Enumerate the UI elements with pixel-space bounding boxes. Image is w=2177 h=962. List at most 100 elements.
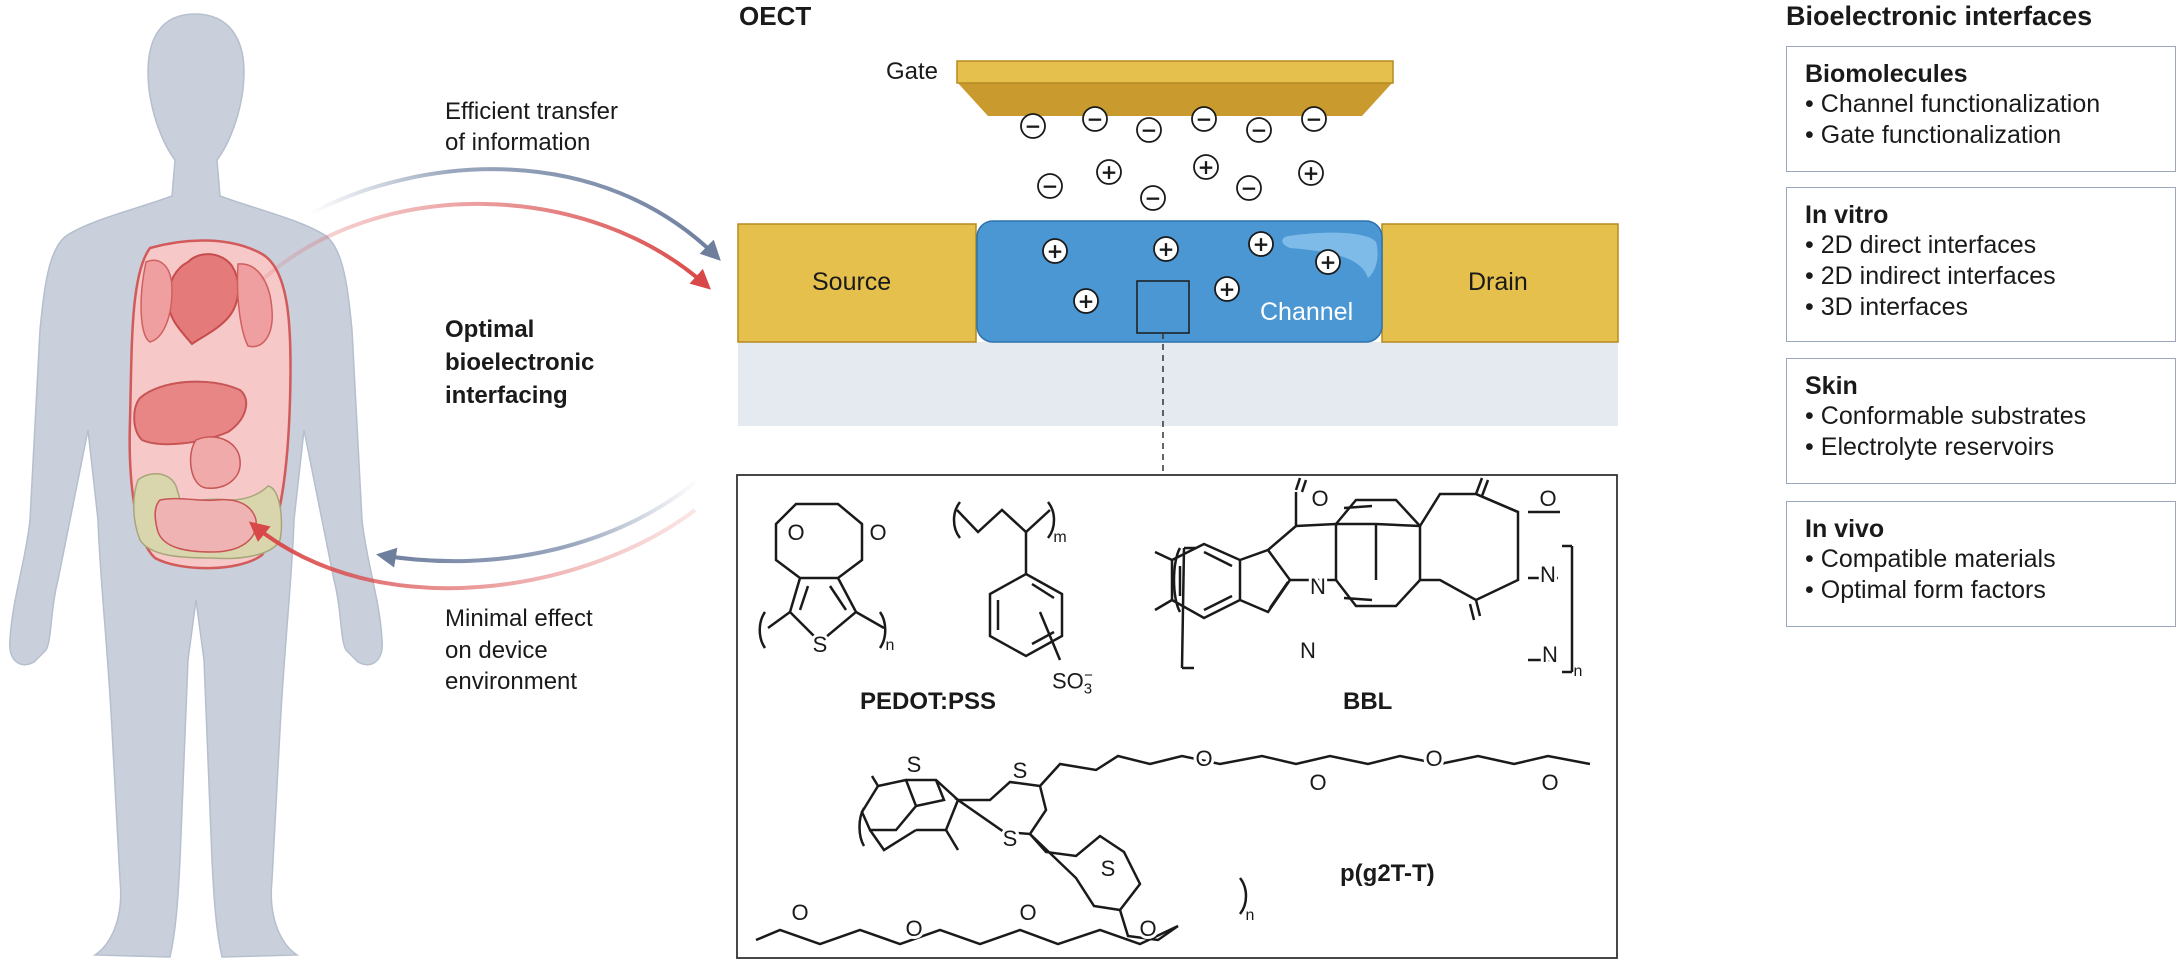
atom-label-s: S bbox=[1013, 758, 1028, 783]
pedot-structure bbox=[758, 502, 887, 649]
interface-item: 3D interfaces bbox=[1805, 292, 2175, 323]
interface-item: 2D indirect interfaces bbox=[1805, 261, 2175, 292]
interface-card-biomolecules: Biomolecules Channel functionalization G… bbox=[1786, 46, 2176, 172]
svg-text:+: + bbox=[1320, 250, 1337, 274]
arrow-label-top-line1: Efficient transfer bbox=[445, 98, 618, 125]
anion-icon: − bbox=[1246, 117, 1272, 143]
cation-icon: + bbox=[1193, 154, 1219, 180]
svg-text:−: − bbox=[1087, 107, 1104, 131]
svg-text:+: + bbox=[1219, 277, 1236, 301]
svg-text:+: + bbox=[1198, 155, 1215, 179]
interface-item: Gate functionalization bbox=[1805, 120, 2175, 151]
cation-icon: + bbox=[1042, 238, 1068, 264]
oect-device bbox=[737, 60, 1619, 472]
interface-card-in-vivo: In vivo Compatible materials Optimal for… bbox=[1786, 501, 2176, 627]
source-electrode bbox=[737, 223, 977, 343]
svg-text:+: + bbox=[1078, 289, 1095, 313]
atom-label-o: O bbox=[1139, 916, 1156, 941]
svg-text:+: + bbox=[1253, 232, 1270, 256]
stomach-icon bbox=[189, 436, 241, 489]
cation-icon: + bbox=[1073, 288, 1099, 314]
svg-text:−: − bbox=[1241, 176, 1258, 200]
cation-icon: + bbox=[1153, 236, 1179, 262]
svg-text:−: − bbox=[1025, 114, 1042, 138]
lung-left-icon bbox=[140, 259, 173, 343]
cation-icon: + bbox=[1096, 159, 1122, 185]
svg-text:+: + bbox=[1101, 160, 1118, 184]
channel-label: Channel bbox=[1260, 298, 1354, 326]
interface-item: Conformable substrates bbox=[1805, 401, 2175, 432]
anion-icon: − bbox=[1301, 106, 1327, 132]
gate-label: Gate bbox=[886, 58, 939, 85]
svg-text:+: + bbox=[1158, 237, 1175, 261]
atom-label-o: O bbox=[1541, 770, 1558, 795]
cation-icon: + bbox=[1214, 276, 1240, 302]
atom-label-o: O bbox=[1309, 770, 1326, 795]
interface-card-skin: Skin Conformable substrates Electrolyte … bbox=[1786, 358, 2176, 484]
atom-label-o: O bbox=[1195, 746, 1212, 771]
so3-group: SO3− bbox=[1052, 667, 1093, 698]
atom-label-o: O bbox=[791, 900, 808, 925]
svg-text:−: − bbox=[1196, 107, 1213, 131]
atom-label-o: O bbox=[905, 916, 922, 941]
bbl-label: BBL bbox=[1343, 688, 1393, 715]
g2tt-label: p(g2T-T) bbox=[1340, 860, 1435, 887]
atom-label-o: O bbox=[1425, 746, 1442, 771]
interface-card-title: Skin bbox=[1805, 372, 1858, 400]
anion-icon: − bbox=[1020, 113, 1046, 139]
g2tt-structure bbox=[755, 754, 1591, 946]
interface-card-title: In vivo bbox=[1805, 515, 1885, 543]
device-effect-arrow bbox=[376, 478, 700, 568]
interface-card-title: In vitro bbox=[1805, 201, 1889, 229]
svg-text:−: − bbox=[1251, 118, 1268, 142]
atom-label-s: S bbox=[907, 752, 922, 777]
anion-icon: − bbox=[1191, 106, 1217, 132]
svg-text:+: + bbox=[1303, 161, 1320, 185]
atom-label-o: O bbox=[1311, 486, 1328, 511]
lung-right-icon bbox=[236, 263, 273, 348]
interface-item: Channel functionalization bbox=[1805, 89, 2175, 120]
anion-icon: − bbox=[1236, 175, 1262, 201]
drain-label: Drain bbox=[1468, 268, 1528, 296]
small-intestine-icon bbox=[154, 497, 257, 553]
atom-label-n-atom: N bbox=[1542, 642, 1558, 667]
atom-label-s: S bbox=[813, 632, 828, 657]
svg-text:+: + bbox=[1047, 239, 1064, 263]
atom-label-sub-m: m bbox=[1053, 529, 1066, 546]
atom-label-sub-n: n bbox=[1574, 663, 1583, 680]
oect-title: OECT bbox=[739, 1, 812, 31]
interface-item: Optimal form factors bbox=[1805, 575, 2175, 606]
drain-electrode bbox=[1381, 223, 1619, 343]
interface-card-in-vitro: In vitro 2D direct interfaces 2D indirec… bbox=[1786, 187, 2176, 342]
atom-label-o: O bbox=[1539, 486, 1556, 511]
interfacing-arrow-bottom bbox=[248, 508, 697, 591]
source-label: Source bbox=[812, 268, 892, 296]
anion-icon: − bbox=[1037, 173, 1063, 199]
svg-text:−: − bbox=[1145, 186, 1162, 210]
atom-label-n-atom: N bbox=[1540, 562, 1556, 587]
arrow-label-bottom-line3: environment bbox=[445, 668, 578, 695]
interface-item: Compatible materials bbox=[1805, 544, 2175, 575]
interface-card-title: Biomolecules bbox=[1805, 60, 1968, 88]
atom-label-n-atom: N bbox=[1310, 574, 1326, 599]
arrow-label-top-line2: of information bbox=[445, 129, 591, 156]
atom-label-s: S bbox=[1003, 826, 1018, 851]
cation-icon: + bbox=[1248, 231, 1274, 257]
arrow-label-middle-line2: bioelectronic bbox=[445, 349, 595, 376]
pedot-pss-label: PEDOT:PSS bbox=[860, 688, 997, 715]
svg-text:−: − bbox=[1141, 118, 1158, 142]
interfaces-title: Bioelectronic interfaces bbox=[1786, 1, 2093, 31]
anion-icon: − bbox=[1140, 185, 1166, 211]
interfacing-arrow-top bbox=[260, 201, 711, 290]
atom-label-s: S bbox=[1101, 856, 1116, 881]
atom-label-o: O bbox=[787, 520, 804, 545]
atom-label-sub-n: n bbox=[886, 637, 895, 654]
gate-electrode-side bbox=[957, 82, 1393, 116]
information-transfer-arrow bbox=[309, 167, 721, 261]
cation-icon: + bbox=[1298, 160, 1324, 186]
atom-label-o: O bbox=[1019, 900, 1036, 925]
atom-label-o: O bbox=[869, 520, 886, 545]
ion-layer: −−−−−−−+−+−+++++++ bbox=[1020, 106, 1341, 314]
